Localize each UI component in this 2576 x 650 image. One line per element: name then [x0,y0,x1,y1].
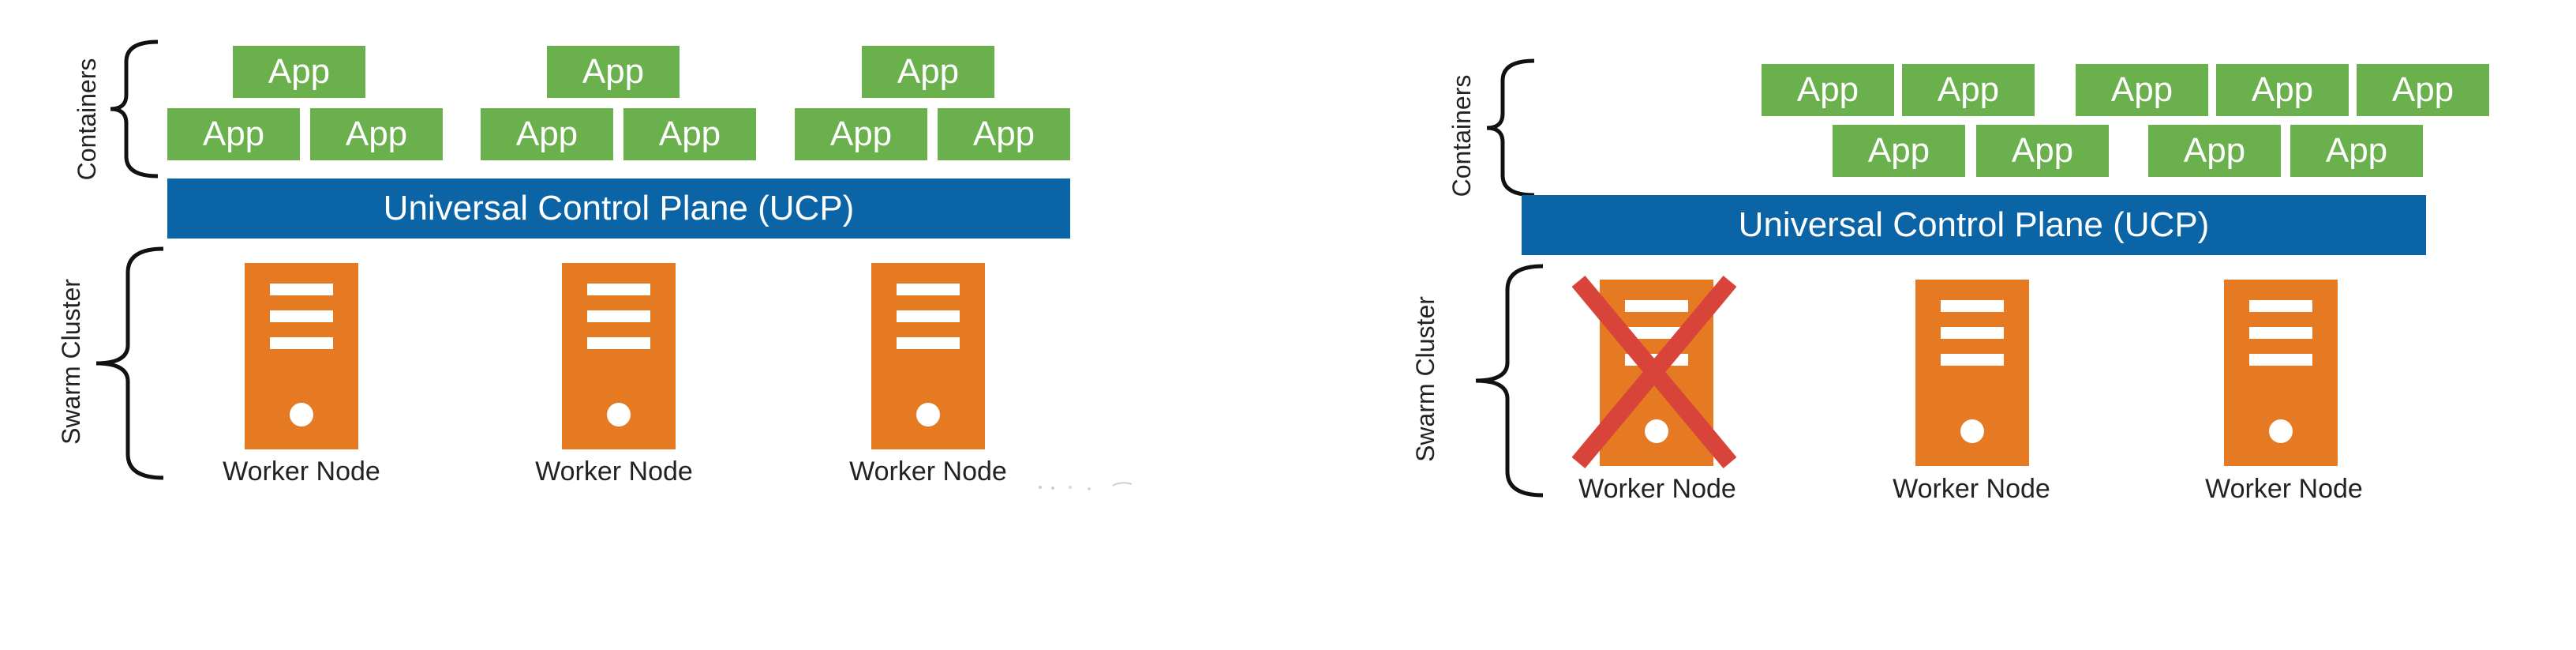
app-container: App [2148,125,2281,177]
app-container: App [1902,64,2035,116]
cluster-label: Swarm Cluster [1411,296,1440,462]
app-container: App [481,108,613,160]
app-container: App [167,108,300,160]
worker-node-label: Worker Node [2205,474,2363,504]
worker-node-label: Worker Node [849,457,1007,487]
containers-label: Containers [1447,74,1476,197]
app-container: App [623,108,756,160]
containers-brace [110,39,159,178]
app-container: App [2216,64,2349,116]
worker-node-label: Worker Node [1893,474,2050,504]
server-icon [245,263,358,449]
diagram-node-failure: Containers Swarm Cluster App App App App… [1288,0,2576,650]
cluster-label: Swarm Cluster [57,279,85,445]
app-container: App [547,46,680,98]
app-container: App [2290,125,2423,177]
app-container: App [2076,64,2208,116]
cluster-brace [95,246,164,480]
app-container: App [938,108,1070,160]
app-container: App [862,46,994,98]
app-container: App [310,108,443,160]
ucp-bar: Universal Control Plane (UCP) [167,178,1070,239]
server-icon [2224,280,2338,466]
worker-node-label: Worker Node [1578,474,1736,504]
app-container: App [233,46,365,98]
app-container: App [1833,125,1965,177]
app-container: App [2357,64,2489,116]
ucp-bar: Universal Control Plane (UCP) [1522,195,2426,255]
app-container: App [1762,64,1894,116]
containers-brace [1486,58,1535,197]
decorative-specks [1039,482,1133,490]
x-mark-icon [1571,275,1737,469]
cluster-brace [1475,264,1544,498]
containers-label: Containers [73,58,101,181]
worker-node-label: Worker Node [223,457,380,487]
app-container: App [795,108,927,160]
server-icon [562,263,676,449]
worker-node-label: Worker Node [535,457,693,487]
server-icon [1915,280,2029,466]
app-container: App [1976,125,2109,177]
diagram-normal: Containers Swarm Cluster App App App App… [57,39,1133,490]
server-icon [871,263,985,449]
